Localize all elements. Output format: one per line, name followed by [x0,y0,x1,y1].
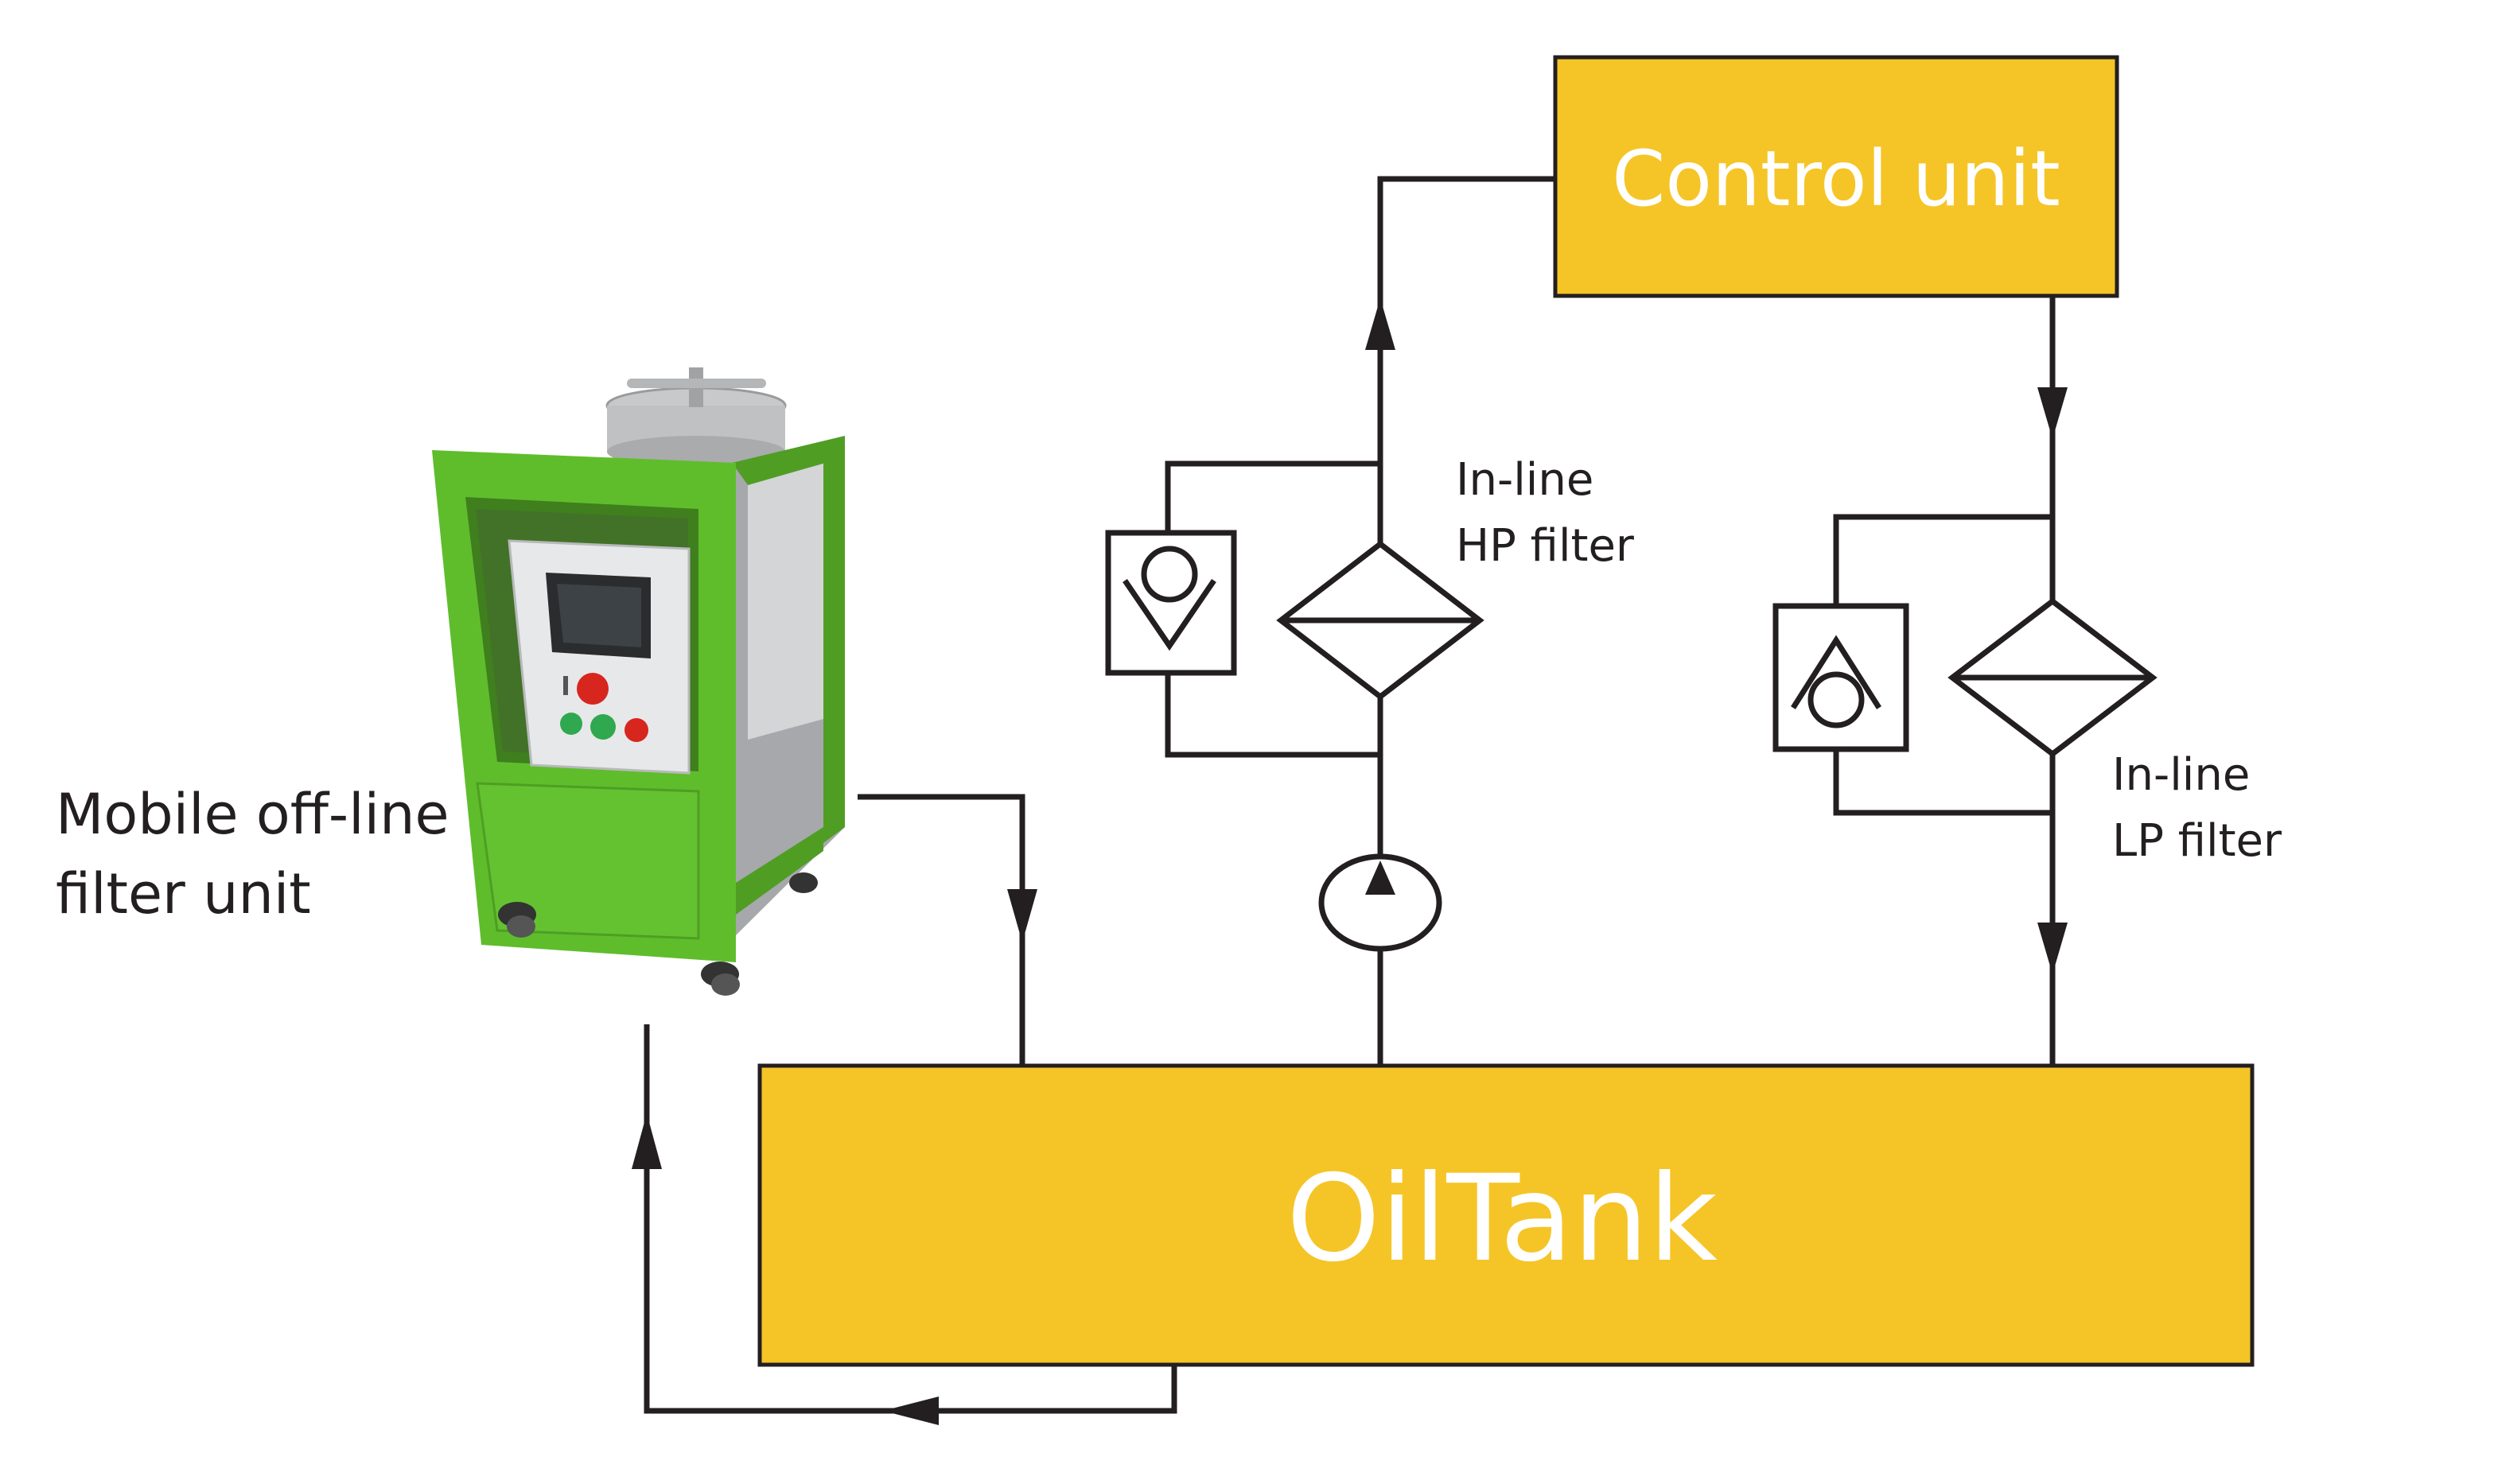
lp-filter-label-line2: LP filter [2112,815,2282,867]
flow-arrow-down-lp-bottom [2037,923,2068,974]
mobile-unit-label-line1: Mobile off-line [56,782,449,847]
lp-branch [1772,296,2158,1066]
mobile-filter-machine-icon [432,367,845,996]
hp-filter-label-line2: HP filter [1456,520,1635,572]
check-valve-icon [1772,603,1909,752]
oil-tank-label: OilTank [1286,1150,1718,1288]
pump-icon [1318,853,1442,952]
flow-arrow-up-offline [632,1113,662,1169]
flow-arrow-down-lp-top [2037,387,2068,439]
hp-branch [1105,176,1555,1066]
flow-arrow-down-offline [1007,889,1037,942]
check-valve-icon [1105,530,1237,676]
control-unit: Control unit [1553,55,2119,298]
offline-loop [632,794,1177,1425]
hp-filter-label-line1: In-line [1456,454,1593,506]
hp-filter-label: In-line HP filter [1456,454,1635,572]
control-unit-label: Control unit [1612,134,2060,223]
lp-filter-label: In-line LP filter [2112,749,2282,867]
machine-to-tank-line [858,794,1025,1066]
oil-tank: OilTank [757,1063,2255,1367]
filter-icon [1276,540,1484,701]
lp-filter-label-line1: In-line [2112,749,2250,801]
flow-arrow-up-hp [1365,298,1395,350]
mobile-unit-label-line2: filter unit [56,861,311,927]
filter-icon [1947,597,2158,758]
hp-main-line [1377,176,1555,1066]
flow-arrow-left-offline [883,1397,939,1425]
control-unit-box [1553,55,2119,298]
oil-tank-box [757,1063,2255,1367]
mobile-unit-label: Mobile off-line filter unit [56,782,449,927]
